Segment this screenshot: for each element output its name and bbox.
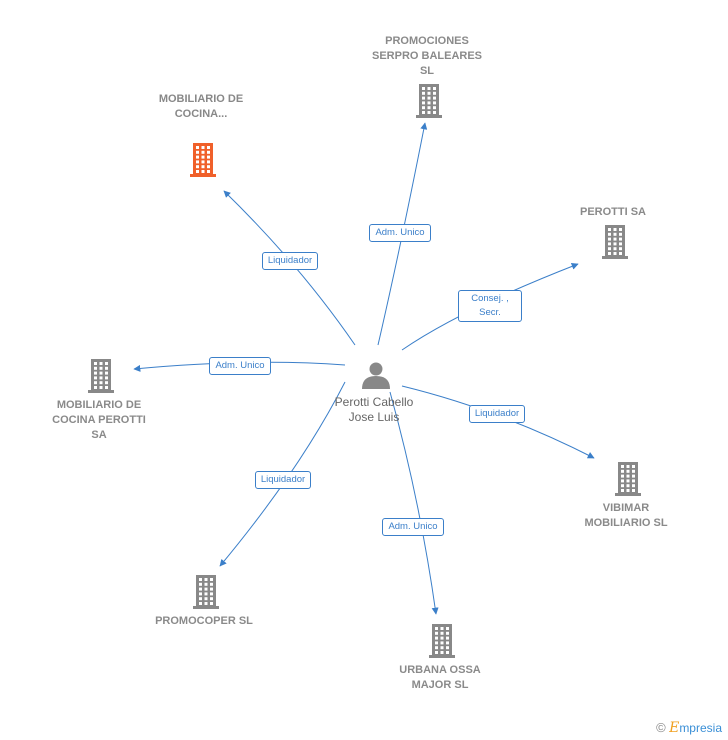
- edge-promociones-serpro: [377, 122, 428, 346]
- building-icon-perotti-sa[interactable]: [602, 225, 628, 259]
- building-icon-urbana-ossa[interactable]: [429, 624, 455, 658]
- edge-urbana-ossa: [389, 391, 439, 615]
- copyright-symbol: ©: [656, 720, 666, 735]
- building-icon-vibimar[interactable]: [615, 462, 641, 496]
- edge-label-mobiliario-cocina-short: Liquidador: [261, 252, 319, 270]
- footer-brand: © Empresia: [656, 720, 722, 736]
- edge-label-mobiliario-cocina-perotti: Adm. Unico: [209, 357, 271, 375]
- node-label-urbana-ossa: URBANA OSSA MAJOR SL: [399, 664, 481, 691]
- edge-label-promociones-serpro: Adm. Unico: [369, 224, 431, 242]
- node-label-mobiliario-cocina-short: MOBILIARIO DE COCINA...: [158, 93, 244, 120]
- brand-rest: mpresia: [679, 721, 722, 735]
- building-icon-promocoper[interactable]: [193, 575, 219, 609]
- edge-label-perotti-sa: Consej. , Secr.: [458, 290, 522, 322]
- person-icon[interactable]: [362, 362, 390, 390]
- building-icon-mobiliario-cocina-short[interactable]: [190, 143, 216, 177]
- edge-label-urbana-ossa: Adm. Unico: [382, 518, 444, 536]
- node-label-vibimar: VIBIMAR MOBILIARIO SL: [584, 502, 668, 529]
- edge-label-vibimar: Liquidador: [468, 405, 526, 423]
- brand-initial: E: [669, 720, 680, 736]
- node-label-promocoper: PROMOCOPER SL: [155, 615, 253, 627]
- building-icon-promociones-serpro[interactable]: [416, 84, 442, 118]
- building-icon-mobiliario-cocina-perotti[interactable]: [88, 359, 114, 393]
- edge-label-promocoper: Liquidador: [254, 471, 312, 489]
- center-person-label: Perotti Cabello Jose Luis: [334, 395, 414, 424]
- node-label-perotti-sa: PEROTTI SA: [579, 206, 646, 218]
- node-label-mobiliario-cocina-perotti: MOBILIARIO DE COCINA PEROTTI SA: [52, 399, 146, 441]
- node-label-promociones-serpro: PROMOCIONES SERPRO BALEARES SL: [371, 35, 483, 77]
